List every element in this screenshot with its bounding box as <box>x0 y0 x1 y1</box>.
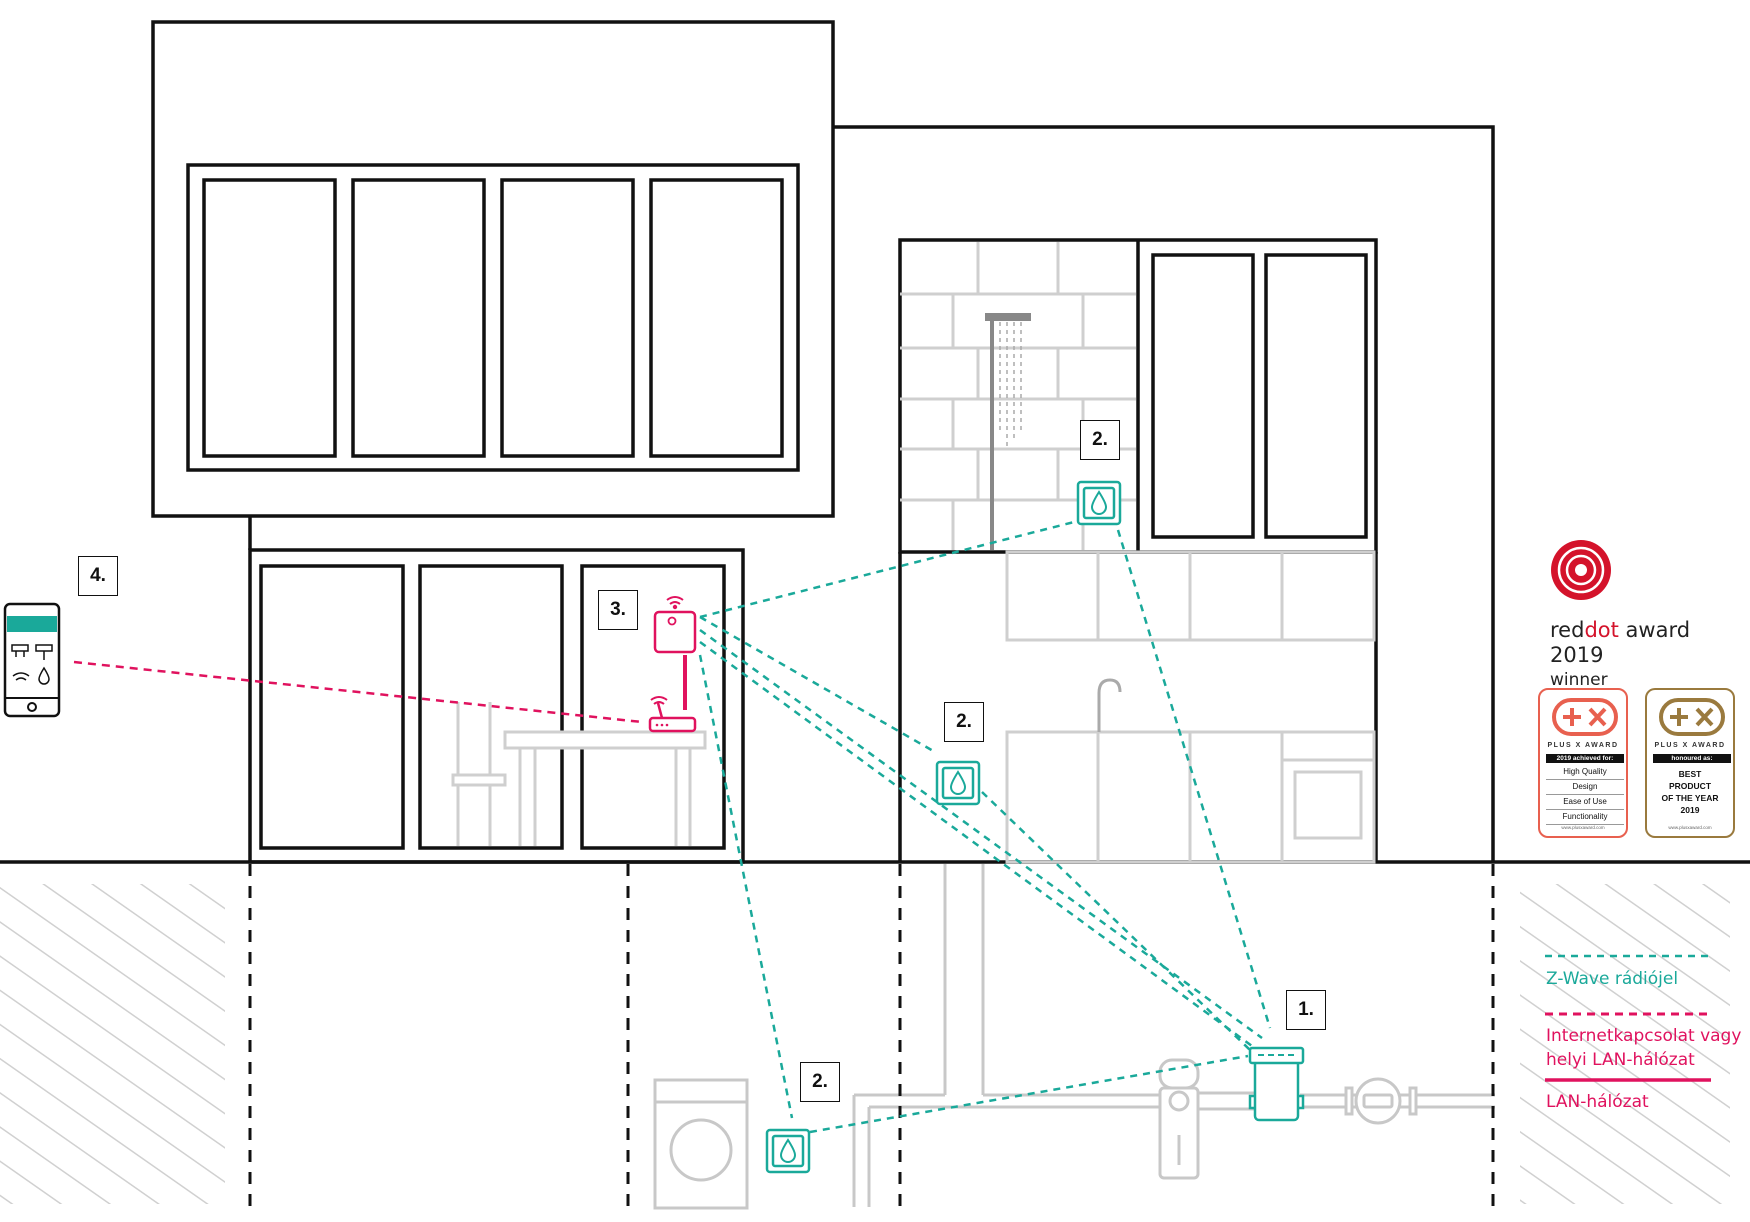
label-hub: 3. <box>598 590 638 630</box>
water-sensor-bottom <box>765 1128 811 1174</box>
badge-left-item: Design <box>1546 780 1624 795</box>
water-sensor-top <box>1076 480 1122 526</box>
label-controller: 1. <box>1286 990 1326 1030</box>
badge-right-best-line2: PRODUCT <box>1668 781 1712 791</box>
section-lines <box>248 864 1495 1208</box>
award-red-prefix: red <box>1550 618 1585 642</box>
legend-internet-line2: helyi LAN-hálózat <box>1546 1050 1695 1070</box>
badge-right-best-line4: 2019 <box>1680 805 1700 815</box>
badge-left-item: Functionality <box>1546 810 1624 825</box>
router-icon <box>648 696 697 733</box>
badge-left-url: www.plusxaward.com <box>1561 825 1605 830</box>
dining-table <box>451 702 707 846</box>
label-sensor-mid: 2. <box>944 702 984 742</box>
wifi-icon <box>650 696 668 705</box>
wifi-icon <box>666 596 684 610</box>
badge-right-title: PLUS X AWARD <box>1654 742 1726 749</box>
badge-right-best-line1: BEST <box>1678 769 1702 779</box>
kitchen-cabinets <box>1005 550 1376 864</box>
water-drop-icon <box>779 1138 797 1163</box>
badge-left-list: High Quality Design Ease of Use Function… <box>1546 765 1624 825</box>
badge-right-url: www.plusxaward.com <box>1668 825 1712 830</box>
badge-right-best: BEST PRODUCT OF THE YEAR 2019 <box>1647 768 1733 816</box>
faucet-icon <box>1097 678 1122 732</box>
label-phone: 4. <box>78 556 118 596</box>
badge-left-title: PLUS X AWARD <box>1547 742 1619 749</box>
internet-connection <box>73 660 643 724</box>
plusx-logo-icon <box>1659 698 1725 736</box>
legend-zwave: Z-Wave rádiójel <box>1546 969 1679 989</box>
badge-right-best-line3: OF THE YEAR <box>1661 793 1719 803</box>
plusx-badge-right: PLUS X AWARD honoured as: BEST PRODUCT O… <box>1645 688 1735 838</box>
shower-icon <box>985 313 1031 550</box>
badge-left-item: Ease of Use <box>1546 795 1624 810</box>
water-drop-icon <box>38 666 50 685</box>
badge-left-item: High Quality <box>1546 765 1624 780</box>
plusx-badge-left: PLUS X AWARD 2019 achieved for: High Qua… <box>1538 688 1628 838</box>
zwave-connections <box>698 518 1272 1134</box>
award-winner: winner <box>1550 670 1608 690</box>
water-meter <box>1344 1077 1418 1125</box>
badge-right-band: honoured as: <box>1653 754 1731 763</box>
wifi-icon <box>12 672 30 681</box>
water-sensor-mid <box>935 760 981 806</box>
award-suffix: award 2019 <box>1550 618 1691 667</box>
reddot-logo-icon <box>1551 540 1611 600</box>
water-drop-icon <box>949 770 967 795</box>
ground-hatch-right <box>1520 884 1730 1204</box>
hub-icon <box>653 596 697 654</box>
smartphone-icon <box>3 602 61 718</box>
reddot-award-text: reddot award 2019 winner <box>1550 618 1750 693</box>
washing-machine-icon <box>653 1078 749 1210</box>
legend-lan: LAN-hálózat <box>1546 1092 1649 1112</box>
label-sensor-top: 2. <box>1080 420 1120 460</box>
reddot-award-title: reddot award 2019 <box>1550 618 1750 668</box>
plusx-logo-icon <box>1552 698 1618 736</box>
bathroom-tiles <box>900 242 1136 550</box>
label-sensor-bottom: 2. <box>800 1062 840 1102</box>
award-red-dot: dot <box>1584 618 1619 642</box>
water-drop-icon <box>1090 490 1108 515</box>
badge-left-band: 2019 achieved for: <box>1546 754 1624 763</box>
controller-icon <box>1248 1046 1305 1122</box>
water-filter <box>1158 1058 1262 1180</box>
ground-hatch-left <box>0 884 225 1204</box>
house-outline <box>0 20 1750 864</box>
legend-internet: Internetkapcsolat vagy helyi LAN-hálózat <box>1546 1024 1741 1072</box>
legend-internet-line1: Internetkapcsolat vagy <box>1546 1026 1742 1046</box>
